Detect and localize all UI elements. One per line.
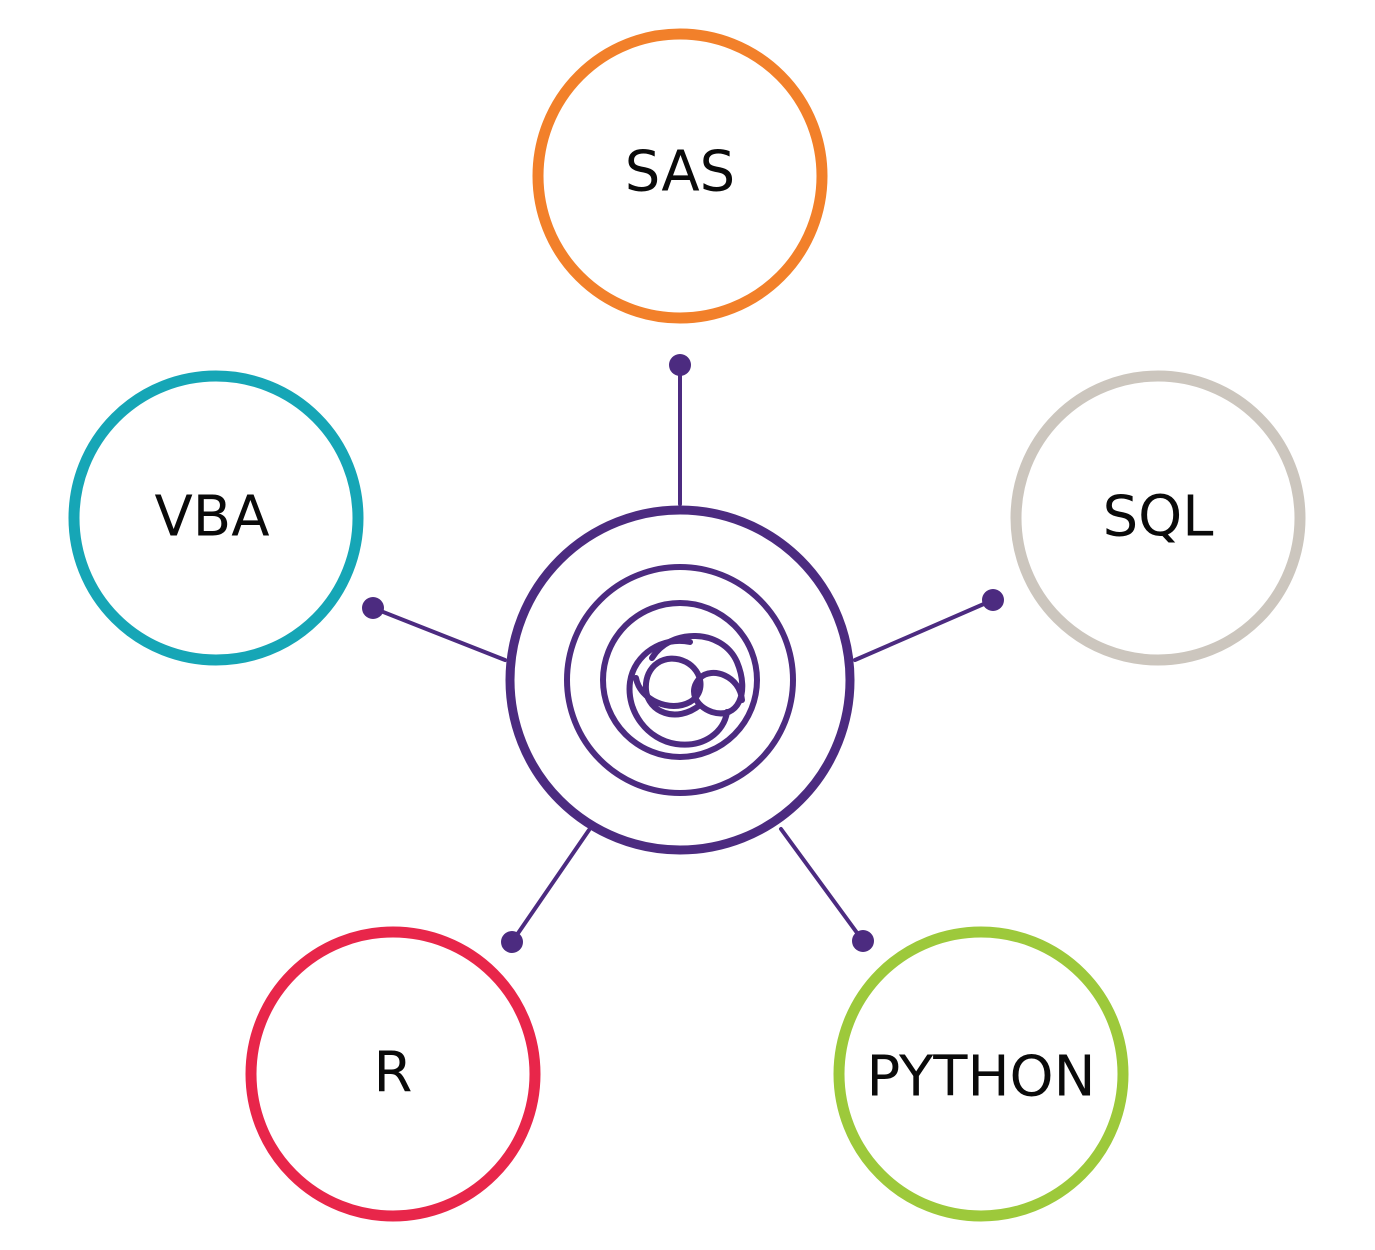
connector-line-r (510, 828, 591, 944)
hub (505, 505, 855, 855)
node-label-vba: VBA (154, 485, 269, 550)
connectors (362, 354, 1004, 953)
connector-line-vba (371, 606, 507, 662)
swirl-logo-icon (564, 564, 796, 796)
connector-vba (362, 597, 507, 662)
hub-ring (505, 505, 855, 855)
node-ring-sas (532, 28, 828, 324)
node-sas: SAS (532, 28, 828, 324)
node-ring-r (245, 926, 541, 1222)
connector-sas (669, 354, 691, 506)
node-label-python: PYTHON (866, 1045, 1095, 1110)
connector-dot-sas (669, 354, 691, 376)
node-ring-vba (68, 370, 364, 666)
connector-dot-sql (982, 589, 1004, 611)
node-label-r: R (374, 1041, 413, 1106)
node-label-sas: SAS (625, 140, 735, 205)
node-sql: SQL (1010, 370, 1306, 666)
node-r: R (245, 926, 541, 1222)
connector-r (501, 828, 591, 953)
node-ring-python (833, 926, 1129, 1222)
node-python: PYTHON (833, 926, 1129, 1222)
connector-line-sql (853, 598, 995, 662)
connector-dot-vba (362, 597, 384, 619)
connector-sql (853, 589, 1004, 662)
node-vba: VBA (68, 370, 364, 666)
connector-dot-python (852, 930, 874, 952)
connector-python (779, 827, 874, 952)
node-ring-sql (1010, 370, 1306, 666)
connector-dot-r (501, 931, 523, 953)
connector-line-python (779, 827, 865, 943)
node-label-sql: SQL (1103, 485, 1214, 550)
